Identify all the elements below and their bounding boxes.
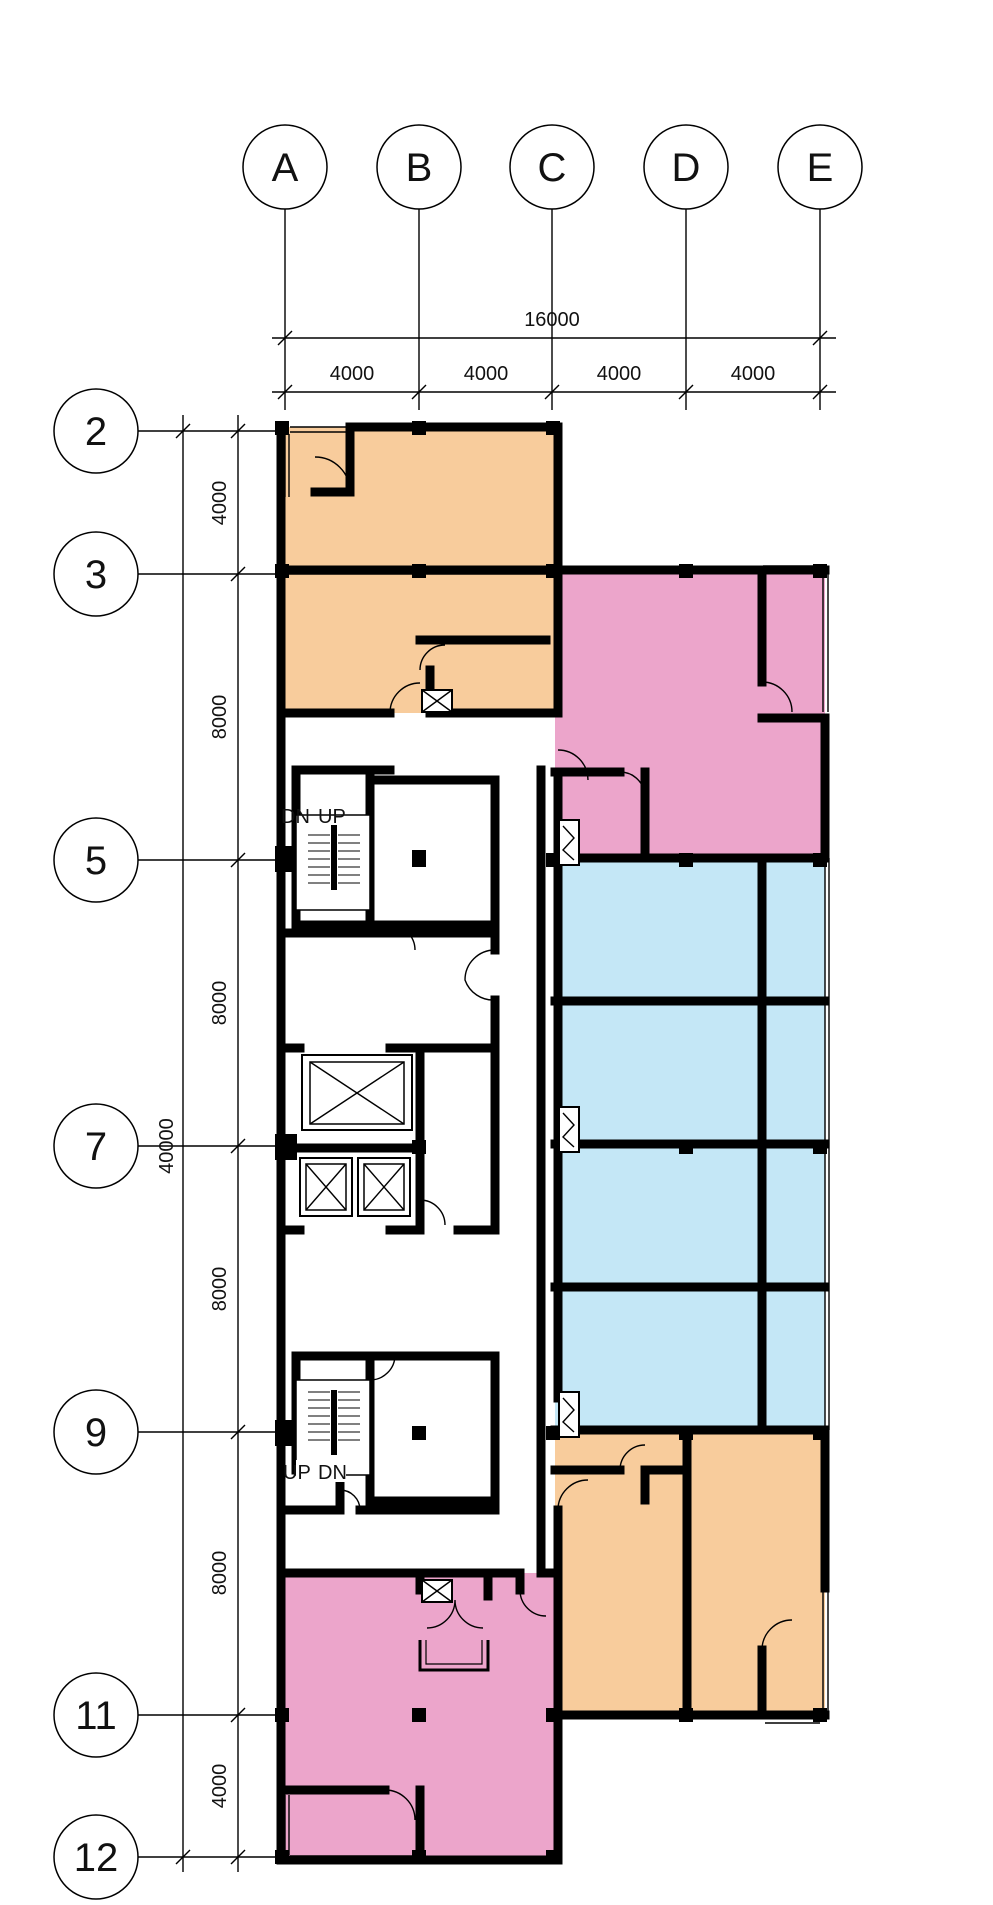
dimension-bay-7-9: 8000 <box>209 1267 231 1312</box>
row-label-3: 3 <box>85 553 107 597</box>
column-bubble-a: A <box>242 124 328 210</box>
door-corridor-double <box>464 949 496 1001</box>
row-bubble-12: 12 <box>53 1814 139 1900</box>
zone-east-office-1 <box>555 858 825 1001</box>
dimension-bay-11-12: 4000 <box>209 1764 231 1809</box>
door-south-double <box>426 1599 484 1629</box>
door-south-room <box>369 1354 396 1381</box>
column-bubble-d: D <box>643 124 729 210</box>
fixtures <box>299 689 580 1672</box>
row-bubble-3: 3 <box>53 531 139 617</box>
door-north-room <box>389 924 416 951</box>
column-label-a: A <box>272 146 299 190</box>
row-grid: 2 3 5 7 9 11 12 <box>53 388 555 1900</box>
door-south-stair <box>339 1489 361 1511</box>
cabinet-east-1 <box>558 819 580 866</box>
column-label-e: E <box>807 146 834 190</box>
horizontal-dimensions: 16000 4000 4000 4000 4000 <box>272 309 836 400</box>
row-label-5: 5 <box>85 839 107 883</box>
row-bubble-7: 7 <box>53 1103 139 1189</box>
column-bubble-b: B <box>376 124 462 210</box>
row-label-12: 12 <box>74 1836 119 1880</box>
stair-north-up: UP <box>318 806 346 828</box>
cabinet-east-3 <box>558 1391 580 1438</box>
dimension-bay-2-3: 4000 <box>209 481 231 526</box>
row-bubble-2: 2 <box>53 388 139 474</box>
zone-southeast-office-1 <box>555 1430 687 1715</box>
door-north-office <box>314 456 351 493</box>
stair-north: DN UP <box>281 806 371 911</box>
door-south-balcony <box>384 1789 416 1821</box>
dimension-bay-c-d: 4000 <box>597 363 642 385</box>
zone-east-office-2 <box>555 1001 825 1144</box>
zone-north-office-upper <box>281 427 558 570</box>
row-bubble-11: 11 <box>53 1672 139 1758</box>
dimension-total-width: 16000 <box>524 309 580 331</box>
zone-southeast-office-2 <box>687 1430 825 1715</box>
zone-east-office-4 <box>555 1287 825 1430</box>
shaft-south <box>421 1579 453 1603</box>
door-south-unit <box>519 1589 547 1617</box>
zone-east-office-3 <box>555 1144 825 1287</box>
door-northeast-unit <box>557 749 589 781</box>
column-bubble-c: C <box>509 124 595 210</box>
column-label-c: C <box>538 146 567 190</box>
row-label-7: 7 <box>85 1125 107 1169</box>
dimension-bay-a-b: 4000 <box>330 363 375 385</box>
column-label-d: D <box>672 146 701 190</box>
row-bubble-9: 9 <box>53 1389 139 1475</box>
row-label-9: 9 <box>85 1411 107 1455</box>
shaft-north <box>421 689 453 713</box>
stair-south-up: UP <box>283 1462 311 1484</box>
elevator-freight <box>301 1054 413 1131</box>
door-north-office-lower <box>389 682 421 714</box>
dimension-bay-3-5: 8000 <box>209 695 231 740</box>
dimension-total-height: 40000 <box>156 1118 178 1174</box>
door-north-closet <box>419 644 446 671</box>
door-northeast-balcony <box>761 681 793 713</box>
column-bubble-e: E <box>777 124 863 210</box>
dimension-bay-d-e: 4000 <box>731 363 776 385</box>
column-label-b: B <box>406 146 433 190</box>
row-label-2: 2 <box>85 410 107 454</box>
stair-south-down: DN <box>318 1462 347 1484</box>
door-southeast-inner <box>619 1444 646 1471</box>
stair-north-down: DN <box>281 806 310 828</box>
dimension-bay-b-c: 4000 <box>464 363 509 385</box>
door-southeast-balcony <box>761 1619 793 1651</box>
doors <box>314 456 793 1821</box>
reception-counter <box>418 1640 490 1672</box>
door-northeast-inner <box>619 771 646 798</box>
dimension-bay-5-7: 8000 <box>209 981 231 1026</box>
vertical-dimensions: 40000 4000 8000 8000 8000 8000 4000 <box>156 415 246 1872</box>
door-core-room <box>419 1199 446 1226</box>
elevator-passenger-1 <box>299 1157 353 1217</box>
stair-south: UP DN <box>283 1379 371 1484</box>
elevator-passenger-2 <box>357 1157 411 1217</box>
room-fills <box>281 427 825 1860</box>
dimension-bay-9-11: 8000 <box>209 1551 231 1596</box>
row-bubble-5: 5 <box>53 817 139 903</box>
column-grid: A B C D E <box>242 124 863 410</box>
row-label-11: 11 <box>75 1694 117 1738</box>
cabinet-east-2 <box>558 1106 580 1153</box>
door-southeast-unit <box>557 1479 589 1511</box>
